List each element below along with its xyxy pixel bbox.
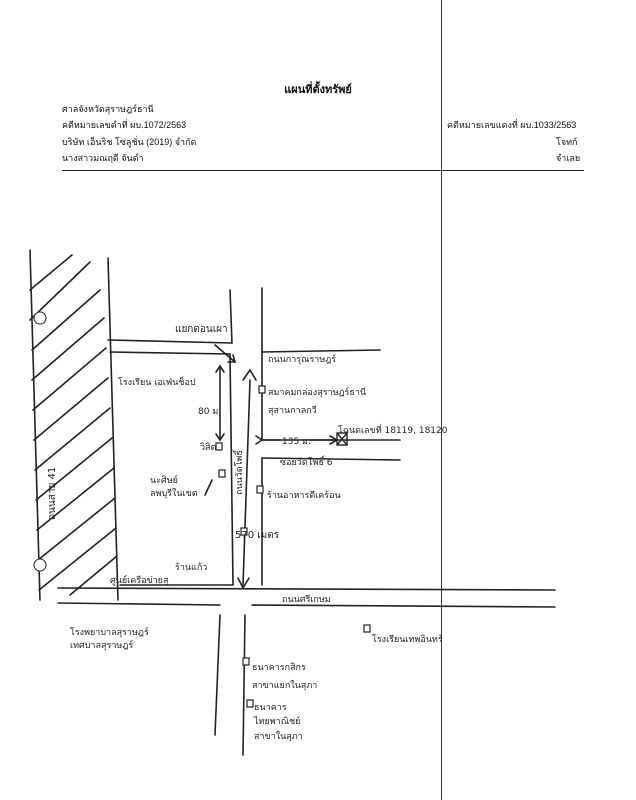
distance-80m: 80 ม. xyxy=(198,407,222,417)
property-marker xyxy=(336,432,348,446)
court-name: ศาลจังหวัดสุราษฎร์ธานี xyxy=(62,104,154,114)
header-rule xyxy=(62,170,584,171)
plaintiff-name: บริษัท เอ็นริช โซลูชั่น (2019) จำกัด xyxy=(62,137,197,147)
road-watpho-label: ถนนวัดโพธิ์ xyxy=(235,450,245,495)
landmark-network-center: ศูนย์เครือข่ายสุ xyxy=(110,576,169,586)
defendant-name: นางสาวมณฤดี จันดำ xyxy=(62,153,144,163)
page-title: แผนที่ตั้งทรัพย์ xyxy=(284,84,352,96)
distance-570m: 570 เมตร xyxy=(235,530,280,541)
landmark-cemetery: สุสานกาลกวี xyxy=(268,406,317,416)
defendant-role: จำเลย xyxy=(556,153,581,163)
road-karunrat-label: ถนนการุณราษฎร์ xyxy=(268,355,337,365)
landmark-school-shop: โรงเรียน เอเฟ่นช็อป xyxy=(118,378,196,388)
distance-135m: 135 ม. xyxy=(282,437,311,447)
landmark-bank: ธนาคาร xyxy=(254,703,287,713)
landmark-lopburi: ลพบุรีในเขต xyxy=(150,489,198,499)
landmark-student: นะศิษย์ xyxy=(150,476,178,486)
main-road-label: ถนนสาย 41 xyxy=(47,466,58,520)
landmark-kasikorn-branch: สาขาแยกในสุภา xyxy=(252,681,318,691)
landmark-association: สมาคมกล่องสุราษฎร์ธานี xyxy=(268,388,367,398)
scan-fold-line xyxy=(441,0,442,800)
landmark-thepin-school: โรงเรียนเทพอินทร์ xyxy=(372,635,443,645)
road-sri-kasem-label: ถนนศรีเกษม xyxy=(282,595,331,605)
junction-label: แยกดอนเผา xyxy=(175,324,228,335)
landmark-hospital: โรงพยาบาลสุราษฎร์ xyxy=(70,628,149,638)
case-black-number: คดีหมายเลขดำที่ ผบ.1072/2563 xyxy=(62,120,187,130)
landmark-kaew-shop: ร้านแก้ว xyxy=(175,563,208,573)
plaintiff-role: โจทก์ xyxy=(556,137,578,147)
landmark-kasikorn-bank: ธนาคารกสิกร xyxy=(252,663,306,673)
case-red-number: คดีหมายเลขแดงที่ ผบ.1033/2563 xyxy=(447,120,577,130)
property-deed-label: โฉนดเลขที่ 18119, 18120 xyxy=(338,426,448,436)
landmark-municipality: เทศบาลสุราษฎร์ xyxy=(70,641,134,651)
landmark-scb: ไทยพาณิชย์ xyxy=(254,717,301,727)
landmark-restaurant: ร้านอาหารดีเคร้อน xyxy=(267,491,341,501)
landmark-wisit: วิสิต xyxy=(200,443,217,453)
soi-watpho-label: ซอยวัดโพธิ์ 6 xyxy=(280,458,333,468)
landmark-scb-branch: สาขาในสุภา xyxy=(254,732,303,742)
